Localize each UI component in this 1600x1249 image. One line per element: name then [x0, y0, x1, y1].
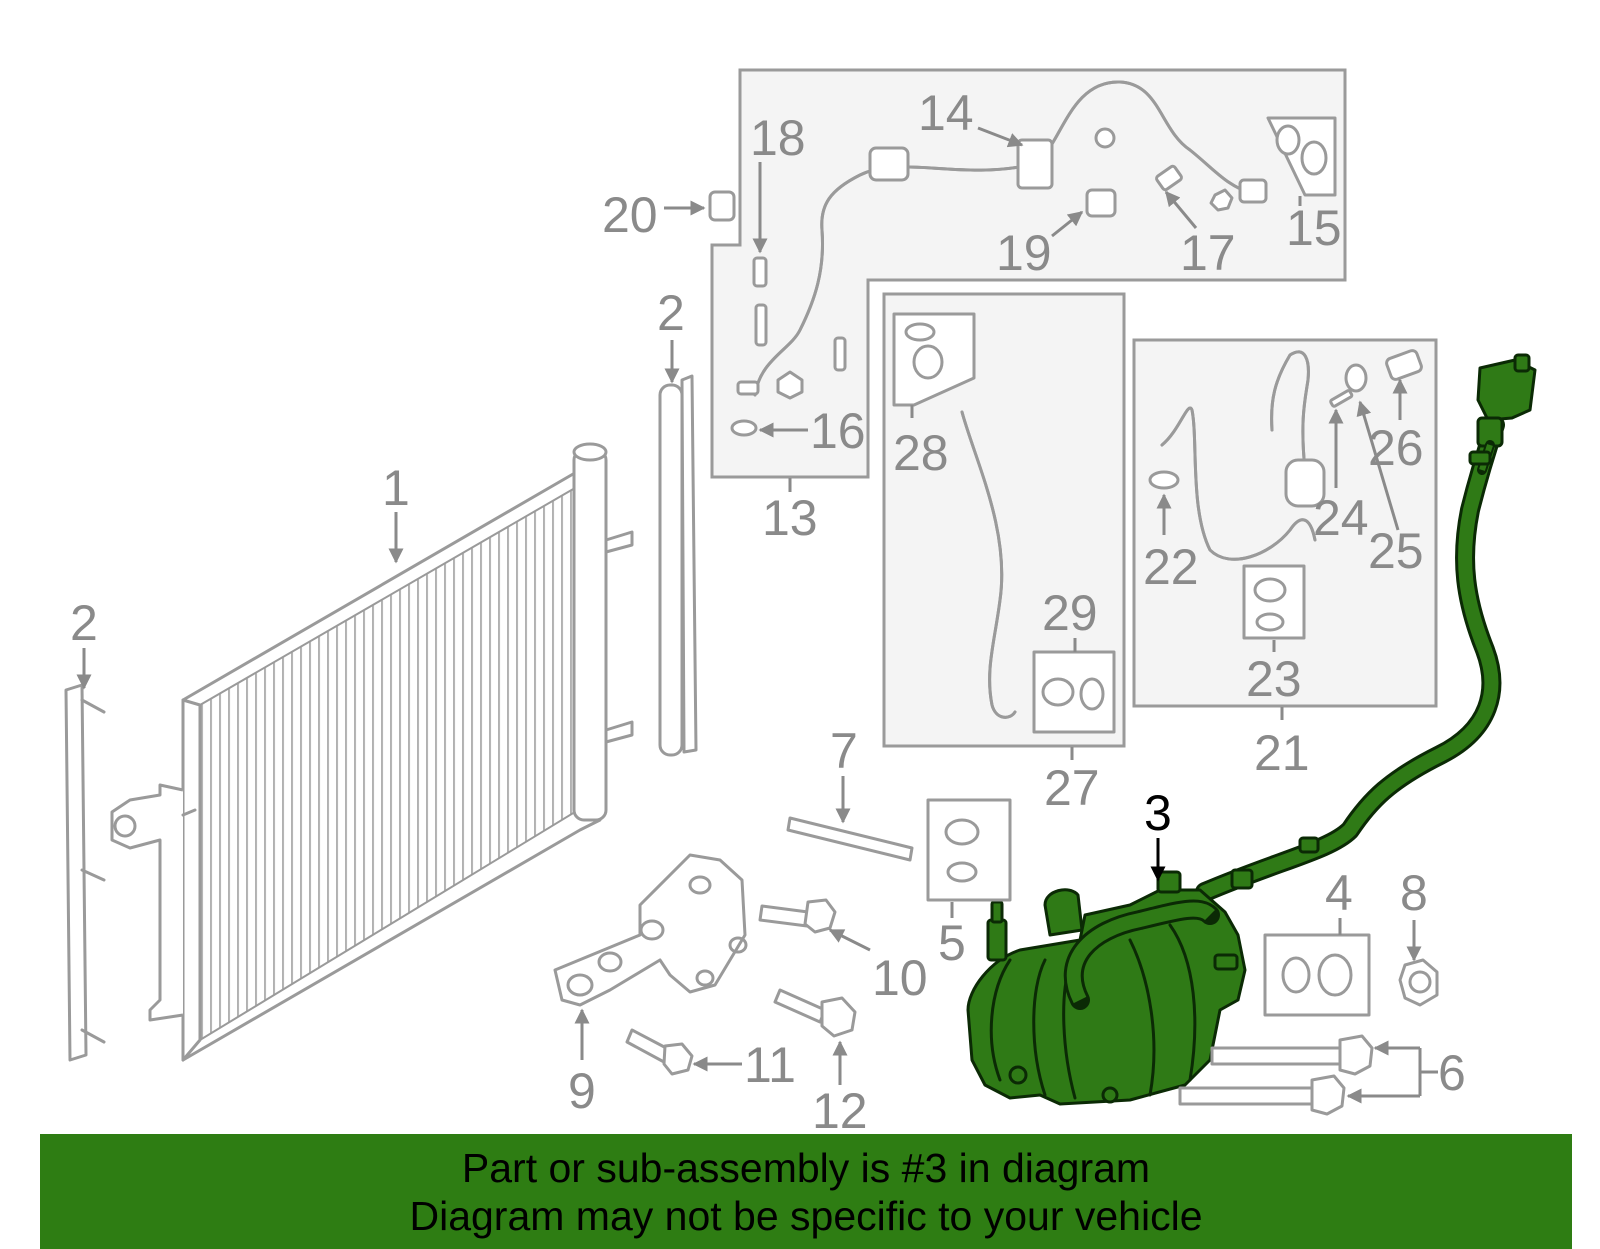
callout-28-group: 28	[893, 405, 949, 481]
callout-5: 5	[938, 915, 966, 971]
callout-9: 9	[568, 1063, 596, 1119]
callout-19: 19	[996, 225, 1052, 281]
callout-28: 28	[893, 425, 949, 481]
callout-21: 21	[1254, 725, 1310, 781]
callout-12: 12	[812, 1083, 868, 1139]
compressor-part-3	[966, 353, 1537, 1106]
callout-19-group: 19	[996, 210, 1084, 281]
callout-11: 11	[744, 1037, 796, 1093]
bolt-part-11	[625, 1028, 694, 1076]
callout-2-left: 2	[70, 595, 98, 651]
callout-7: 7	[830, 723, 858, 779]
callout-13: 13	[762, 490, 818, 546]
callout-3: 3	[1144, 785, 1172, 841]
seal-kit-part-4	[1263, 933, 1371, 1017]
callout-8-group: 8	[1400, 865, 1428, 962]
callout-23: 23	[1246, 651, 1302, 707]
bracket-part-9	[553, 853, 748, 1007]
callout-12-group: 12	[812, 1040, 868, 1139]
callout-20: 20	[602, 187, 658, 243]
assembly-box-27	[882, 292, 1126, 748]
callout-15: 15	[1286, 200, 1342, 256]
assembly-box-21	[1132, 338, 1438, 708]
callout-29: 29	[1042, 585, 1098, 641]
callout-16: 16	[810, 403, 866, 459]
callout-10-group: 10	[828, 928, 928, 1006]
banner-disclaimer: Diagram may not be specific to your vehi…	[409, 1193, 1203, 1239]
callout-2-right-group: 2	[657, 285, 685, 384]
callout-1: 1	[382, 460, 410, 516]
side-seal-left-part-2	[64, 683, 106, 1062]
callout-25-group: 25	[1356, 400, 1424, 579]
callout-25: 25	[1368, 523, 1424, 579]
callout-9-group: 9	[568, 1008, 596, 1119]
callout-8: 8	[1400, 865, 1428, 921]
callout-15-group: 15	[1286, 196, 1342, 256]
callout-6-group: 6	[1346, 1040, 1466, 1104]
banner-part-note: Part or sub-assembly is #3 in diagram	[461, 1145, 1151, 1191]
callout-10: 10	[872, 950, 928, 1006]
callout-27: 27	[1044, 760, 1100, 816]
callout-7-group: 7	[830, 723, 858, 824]
callout-22-group: 22	[1143, 493, 1199, 595]
notice-banner: Part or sub-assembly is #3 in diagram Di…	[40, 1134, 1572, 1249]
callout-26-group: 26	[1368, 378, 1424, 476]
callout-13-group: 13	[762, 478, 818, 546]
callout-14: 14	[918, 85, 974, 141]
side-seal-right-part-2	[658, 374, 698, 757]
callout-14-group: 14	[918, 85, 1024, 148]
bolt-part-10	[758, 898, 837, 934]
callout-27-group: 27	[1044, 747, 1100, 816]
callout-11-group: 11	[692, 1037, 796, 1093]
condenser-part-1	[110, 442, 634, 1062]
callout-18: 18	[750, 110, 806, 166]
nut-part-8	[1398, 958, 1439, 1007]
stud-part-7	[786, 816, 914, 862]
callout-24: 24	[1313, 490, 1369, 546]
callout-1-group: 1	[382, 460, 410, 564]
callout-21-group: 21	[1254, 707, 1310, 781]
callout-23-group: 23	[1246, 640, 1302, 707]
callout-16-group: 16	[758, 403, 866, 459]
callout-4: 4	[1325, 865, 1353, 921]
callout-6: 6	[1438, 1045, 1466, 1101]
assembly-box-13	[708, 68, 1347, 479]
callout-26: 26	[1368, 420, 1424, 476]
callout-4-group: 4	[1325, 865, 1353, 935]
callout-3-group: 3	[1144, 785, 1172, 882]
callout-17-group: 17	[1164, 190, 1236, 281]
callout-2-left-group: 2	[70, 595, 98, 690]
seal-kit-part-5	[926, 798, 1012, 902]
callout-5-group: 5	[938, 902, 966, 971]
callout-17: 17	[1180, 225, 1236, 281]
callout-29-group: 29	[1042, 585, 1098, 652]
callout-2-right: 2	[657, 285, 685, 341]
callout-20-group: 20	[602, 187, 706, 243]
callout-24-group: 24	[1313, 408, 1369, 546]
bolts-part-6	[1178, 1034, 1374, 1116]
bolt-part-12	[773, 988, 857, 1038]
callout-22: 22	[1143, 539, 1199, 595]
callout-18-group: 18	[750, 110, 806, 254]
